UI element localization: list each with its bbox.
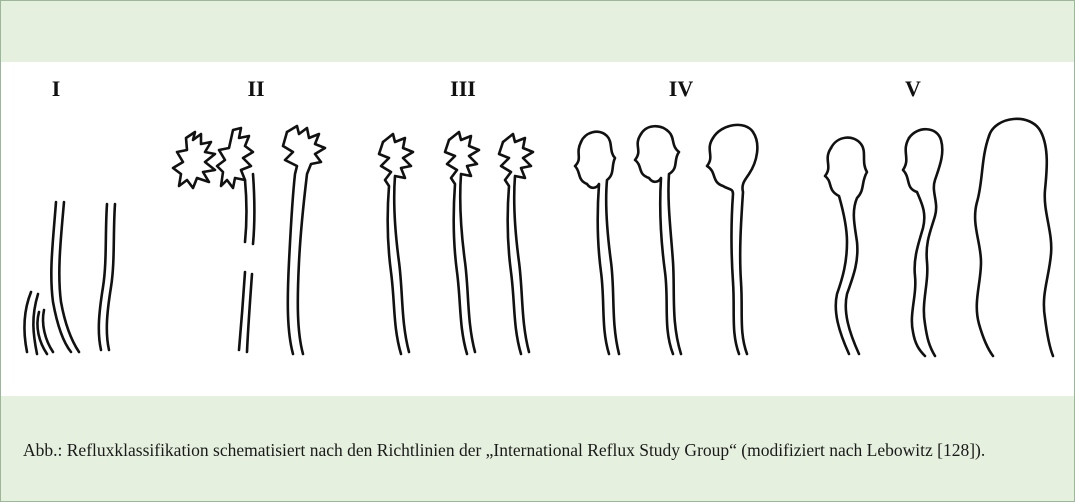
figure-caption: Abb.: Refluxklassifikation schematisiert… [23, 438, 1043, 463]
grade-iv-drawings [575, 125, 757, 354]
header-band [1, 1, 1074, 61]
caption-area: Abb.: Refluxklassifikation schematisiert… [1, 396, 1074, 501]
grade-iii-drawings [379, 132, 533, 354]
grade-ii-drawings [173, 126, 325, 354]
figure-area: I II III IV V [1, 62, 1074, 396]
grade-i-ureters [24, 202, 115, 354]
grade-v-drawings [825, 119, 1053, 356]
reflux-grade-drawings [1, 62, 1074, 396]
